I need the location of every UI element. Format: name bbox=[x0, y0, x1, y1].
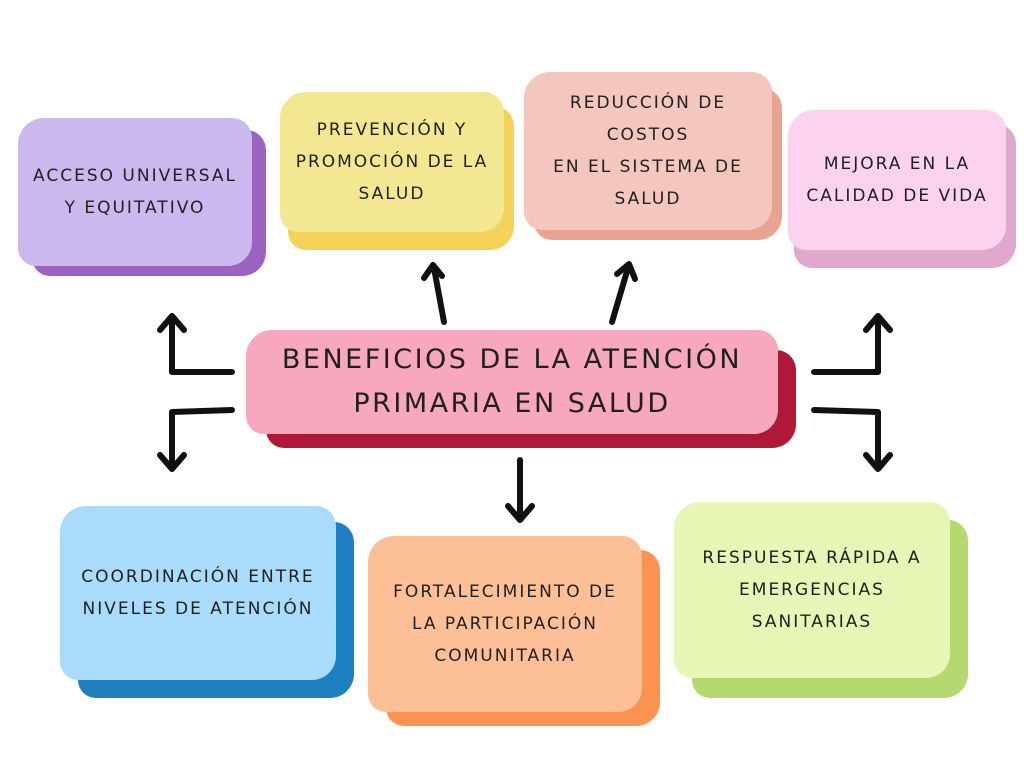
box-acceso: Acceso universal y equitativo bbox=[18, 118, 268, 278]
box-coordinacion-face: Coordinación entre niveles de atención bbox=[60, 506, 336, 680]
box-prevencion-label: Prevención y promoción de la salud bbox=[295, 120, 489, 204]
center-box: Beneficios de la atención primaria en sa… bbox=[246, 330, 798, 454]
box-acceso-face: Acceso universal y equitativo bbox=[18, 118, 252, 266]
box-fortalecimiento: Fortalecimiento de la participación comu… bbox=[368, 536, 660, 726]
box-mejora-face: Mejora en la calidad de vida bbox=[788, 110, 1006, 250]
box-acceso-label: Acceso universal y equitativo bbox=[33, 166, 237, 218]
arrow-left-down bbox=[169, 407, 235, 469]
arrow-right-up bbox=[811, 315, 881, 375]
box-reduccion: Reducción de costos en el sistema de sal… bbox=[524, 72, 784, 242]
box-respuesta: Respuesta rápida a emergencias sanitaria… bbox=[674, 502, 968, 698]
box-fortalecimiento-face: Fortalecimiento de la participación comu… bbox=[368, 536, 642, 712]
box-reduccion-label: Reducción de costos en el sistema de sal… bbox=[553, 93, 743, 209]
box-coordinacion: Coordinación entre niveles de atención bbox=[60, 506, 354, 698]
box-prevencion: Prevención y promoción de la salud bbox=[280, 92, 516, 252]
box-fortalecimiento-label: Fortalecimiento de la participación comu… bbox=[393, 582, 617, 666]
arrow-left-down-head bbox=[157, 452, 187, 472]
arrow-up-prevencion bbox=[431, 265, 447, 325]
arrow-up-reduccion-head bbox=[614, 261, 638, 282]
box-coordinacion-label: Coordinación entre niveles de atención bbox=[81, 567, 315, 619]
box-reduccion-face: Reducción de costos en el sistema de sal… bbox=[524, 72, 772, 230]
arrow-right-up-head bbox=[863, 313, 893, 333]
box-prevencion-face: Prevención y promoción de la salud bbox=[280, 92, 504, 232]
box-mejora: Mejora en la calidad de vida bbox=[788, 110, 1016, 270]
box-mejora-label: Mejora en la calidad de vida bbox=[806, 154, 988, 206]
center-title: Beneficios de la atención primaria en sa… bbox=[281, 344, 743, 419]
center-box-face: Beneficios de la atención primaria en sa… bbox=[246, 330, 778, 434]
arrow-group bbox=[157, 261, 893, 523]
arrow-right-down bbox=[811, 407, 881, 469]
box-respuesta-face: Respuesta rápida a emergencias sanitaria… bbox=[674, 502, 950, 678]
arrow-right-down-head bbox=[863, 452, 893, 472]
arrow-up-reduccion bbox=[609, 265, 631, 325]
arrow-left-up-head bbox=[157, 313, 187, 333]
box-respuesta-label: Respuesta rápida a emergencias sanitaria… bbox=[702, 548, 922, 632]
arrow-left-up bbox=[169, 315, 235, 375]
arrow-up-prevencion-head bbox=[421, 262, 445, 281]
arrow-down-center-head bbox=[505, 503, 535, 523]
